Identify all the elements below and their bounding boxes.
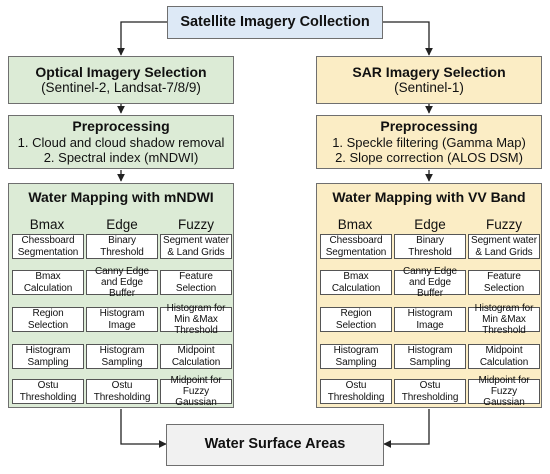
- optical-selection-title: Optical Imagery Selection: [35, 63, 207, 80]
- sar-fuzzy-step-1: Segment water & Land Grids: [468, 234, 540, 259]
- optical-selection-box: Optical Imagery Selection (Sentinel-2, L…: [8, 56, 234, 104]
- sar-bmax-step-1: Chessboard Segmentation: [320, 234, 392, 259]
- sar-preprocessing-step2: 2. Slope correction (ALOS DSM): [335, 150, 523, 166]
- optical-mapping-title: Water Mapping with mNDWI: [28, 189, 214, 205]
- sar-selection-subtitle: (Sentinel-1): [394, 80, 464, 96]
- sar-column-fuzzy: Fuzzy: [485, 217, 522, 232]
- optical-edge-step-2: Canny Edge and Edge Buffer: [86, 266, 158, 299]
- optical-fuzzy-step-5: Midpoint for Fuzzy Gaussian: [160, 375, 232, 408]
- sar-selection-title: SAR Imagery Selection: [352, 63, 506, 80]
- sar-preprocessing-step1: 1. Speckle filtering (Gamma Map): [332, 134, 526, 150]
- sar-mapping-title: Water Mapping with VV Band: [332, 189, 526, 205]
- sar-fuzzy-step-2: Feature Selection: [468, 270, 540, 295]
- sar-preprocessing-box: Preprocessing 1. Speckle filtering (Gamm…: [316, 115, 542, 169]
- optical-column-fuzzy: Fuzzy: [177, 217, 214, 232]
- arrow-optical-to-result: [120, 409, 167, 448]
- optical-bmax-step-1: Chessboard Segmentation: [12, 234, 84, 259]
- optical-preprocessing-title: Preprocessing: [72, 118, 170, 135]
- optical-bmax-step-3: Region Selection: [12, 307, 84, 332]
- arrow-sar-to-result: [383, 409, 430, 448]
- sar-selection-box: SAR Imagery Selection (Sentinel-1): [316, 56, 542, 104]
- sar-edge-step-3: Histogram Image: [394, 307, 466, 332]
- sar-preprocessing-title: Preprocessing: [380, 118, 478, 135]
- optical-fuzzy-step-3: Histogram for Min &Max Threshold: [160, 303, 232, 336]
- sar-bmax-step-5: Ostu Thresholding: [320, 379, 392, 404]
- arrow-top-to-optical: [117, 21, 167, 56]
- sar-water-mapping-panel: Water Mapping with VV Band Bmax Edge Fuz…: [316, 183, 542, 408]
- optical-column-bmax: Bmax: [29, 217, 65, 232]
- optical-edge-step-3: Histogram Image: [86, 307, 158, 332]
- sar-fuzzy-step-4: Midpoint Calculation: [468, 344, 540, 369]
- optical-bmax-step-5: Ostu Thresholding: [12, 379, 84, 404]
- optical-column-edge: Edge: [106, 217, 138, 232]
- optical-fuzzy-step-2: Feature Selection: [160, 270, 232, 295]
- bottom-label: Water Surface Areas: [204, 436, 346, 453]
- optical-water-mapping-panel: Water Mapping with mNDWI Bmax Edge Fuzzy…: [8, 183, 234, 408]
- optical-fuzzy-step-1: Segment water & Land Grids: [160, 234, 232, 259]
- optical-fuzzy-step-4: Midpoint Calculation: [160, 344, 232, 369]
- optical-edge-step-5: Ostu Thresholding: [86, 379, 158, 404]
- optical-preprocessing-step2: 2. Spectral index (mNDWI): [43, 150, 199, 166]
- optical-selection-subtitle: (Sentinel-2, Landsat-7/8/9): [41, 80, 201, 96]
- sar-edge-step-4: Histogram Sampling: [394, 344, 466, 369]
- sar-bmax-step-3: Region Selection: [320, 307, 392, 332]
- sar-fuzzy-step-3: Histogram for Min &Max Threshold: [468, 303, 540, 336]
- sar-edge-step-1: Binary Threshold: [394, 234, 466, 259]
- optical-edge-step-1: Binary Threshold: [86, 234, 158, 259]
- arrow-top-to-sar: [383, 21, 433, 56]
- top-label: Satellite Imagery Collection: [180, 13, 370, 30]
- satellite-imagery-collection-box: Satellite Imagery Collection: [167, 6, 383, 39]
- optical-preprocessing-box: Preprocessing 1. Cloud and cloud shadow …: [8, 115, 234, 169]
- sar-edge-step-2: Canny Edge and Edge Buffer: [394, 266, 466, 299]
- optical-bmax-step-4: Histogram Sampling: [12, 344, 84, 369]
- optical-bmax-step-2: Bmax Calculation: [12, 270, 84, 295]
- optical-edge-step-4: Histogram Sampling: [86, 344, 158, 369]
- sar-fuzzy-step-5: Midpoint for Fuzzy Gaussian: [468, 375, 540, 408]
- sar-column-edge: Edge: [414, 217, 446, 232]
- sar-bmax-step-2: Bmax Calculation: [320, 270, 392, 295]
- sar-column-bmax: Bmax: [337, 217, 373, 232]
- sar-edge-step-5: Ostu Thresholding: [394, 379, 466, 404]
- sar-bmax-step-4: Histogram Sampling: [320, 344, 392, 369]
- optical-preprocessing-step1: 1. Cloud and cloud shadow removal: [17, 134, 225, 150]
- water-surface-areas-box: Water Surface Areas: [166, 424, 384, 466]
